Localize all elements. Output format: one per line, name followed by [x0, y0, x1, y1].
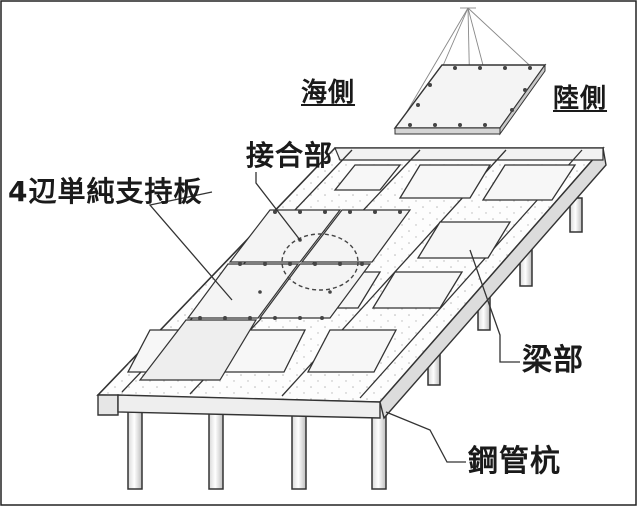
left-beam-face — [97, 394, 119, 416]
front-beam-face — [117, 394, 381, 419]
joint-label: 接合部 — [246, 139, 334, 172]
beam-leader — [469, 249, 520, 363]
land-side-label: 陸側 — [553, 84, 608, 114]
joint-highlight-circle — [281, 233, 359, 291]
leader-lines — [148, 172, 520, 463]
joint-leader — [255, 172, 301, 241]
plate-label: 4辺単純支持板 — [8, 175, 203, 208]
sea-side-label: 海側 — [301, 78, 356, 108]
lifted-plate — [393, 7, 547, 136]
plate-leader — [148, 191, 233, 301]
right-beam-face — [379, 146, 607, 420]
far-beam-face — [334, 147, 604, 161]
four-edge-supported-plates — [138, 209, 412, 381]
pile-leader — [385, 411, 466, 463]
plate-bolts — [198, 210, 402, 320]
pile-label: 鋼管杭 — [468, 444, 561, 479]
beam-label: 梁部 — [522, 343, 584, 378]
